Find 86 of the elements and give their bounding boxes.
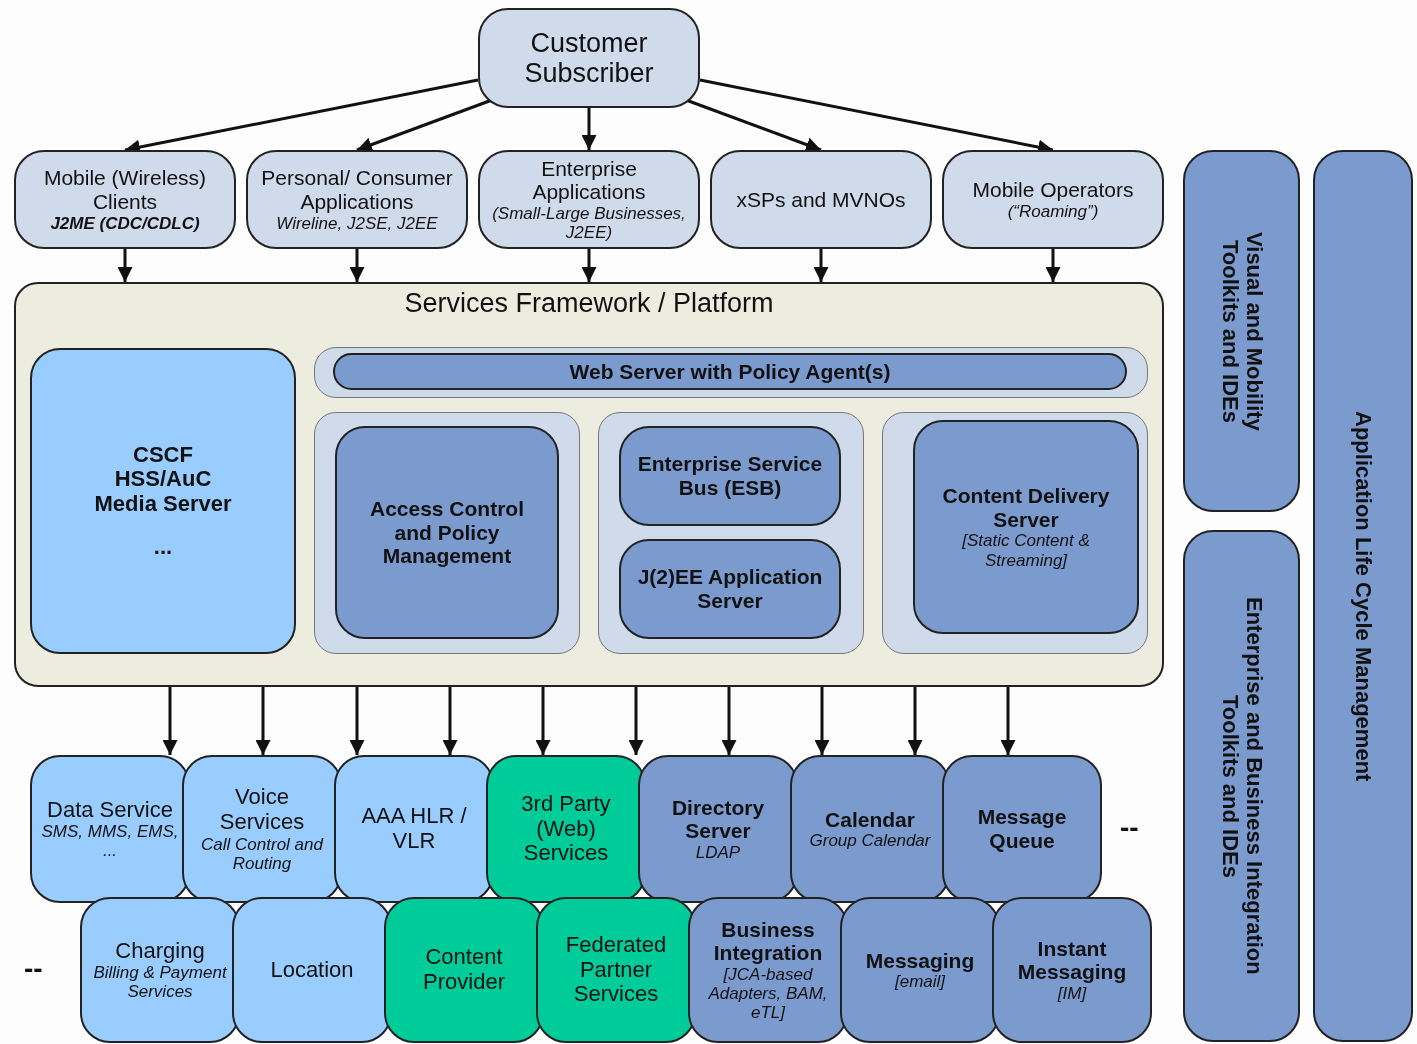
group-panel <box>882 412 1148 654</box>
toolkit-bar <box>1183 530 1300 1042</box>
box-title: Content Provider <box>422 945 506 995</box>
box-title: Federated Partner Services <box>564 933 668 1007</box>
arrow <box>581 249 597 282</box>
box-subtitle: (Small-Large Businesses, J2EE) <box>491 204 687 243</box>
arrow <box>349 687 365 755</box>
box-title: Charging <box>115 938 205 964</box>
service-box <box>30 348 296 654</box>
box-subtitle: [email] <box>894 972 946 992</box>
service-box <box>942 755 1102 903</box>
box-subtitle: [IM] <box>1057 984 1087 1004</box>
group-panel <box>314 347 1148 398</box>
arrow <box>1000 687 1016 755</box>
box-title: Messaging <box>865 948 975 973</box>
arrow <box>813 249 829 282</box>
box-title: CSCF HSS/AuC Media Server <box>94 442 232 517</box>
box-title: Enterprise Service Bus (ESB) <box>636 452 824 500</box>
box-title: Business Integration <box>712 917 824 965</box>
group-panel <box>314 412 580 654</box>
group-panel <box>598 412 864 654</box>
box-title: Enterprise Applications <box>531 156 647 204</box>
box-subtitle: ... <box>153 534 173 560</box>
arrow <box>685 98 822 152</box>
box-title: Application Life Cycle Management <box>1350 410 1376 782</box>
box-title: Content Delivery Server <box>941 484 1111 532</box>
arrow <box>907 687 923 755</box>
subscriber-box <box>478 8 700 108</box>
arrow <box>628 687 644 755</box>
arrow <box>356 98 493 152</box>
server-bar <box>333 353 1127 390</box>
box-title: Access Control and Policy Management <box>368 497 525 568</box>
box-subtitle: SMS, MMS, EMS, ... <box>40 822 180 861</box>
box-subtitle: (“Roaming”) <box>1007 201 1099 221</box>
service-box <box>619 426 841 526</box>
box-title: xSPs and MVNOs <box>736 187 906 212</box>
arrow <box>117 249 133 282</box>
service-box <box>335 426 559 639</box>
arrow <box>255 687 271 755</box>
arrow <box>721 687 737 755</box>
arrow <box>442 687 458 755</box>
continuation-mark: -- <box>24 953 43 985</box>
box-title: Directory Server <box>670 795 766 843</box>
box-title: Customer Subscriber <box>523 27 655 89</box>
box-title: Calendar <box>825 807 915 832</box>
client-box <box>14 150 236 249</box>
box-title: Message Queue <box>976 805 1068 853</box>
service-box <box>913 420 1139 634</box>
toolkit-bar <box>1183 150 1300 512</box>
client-box <box>246 150 468 249</box>
box-title: Enterprise and Business Integration Toolkits and IDEs <box>1216 596 1267 977</box>
box-title: Web Server with Policy Agent(s) <box>569 359 891 384</box>
box-title: Data Service <box>47 797 173 823</box>
client-box <box>710 150 932 249</box>
box-subtitle: LDAP <box>695 843 741 863</box>
service-box <box>619 539 841 639</box>
box-subtitle: Call Control and Routing <box>200 834 325 873</box>
client-box <box>942 150 1164 249</box>
box-subtitle: J2ME (CDC/CDLC) <box>50 213 200 233</box>
arrow <box>581 108 597 150</box>
box-title: Mobile Operators <box>972 178 1134 202</box>
box-subtitle: Group Calendar <box>809 831 931 851</box>
frame-title: Services Framework / Platform <box>404 288 774 319</box>
arrow <box>814 687 830 755</box>
service-box <box>992 897 1152 1043</box>
arrow <box>535 687 551 755</box>
box-subtitle: Billing & Payment Services <box>92 963 229 1002</box>
box-subtitle: Wireline, J2SE, J2EE <box>276 213 438 233</box>
client-box <box>478 150 700 249</box>
arrow <box>162 687 178 755</box>
box-subtitle: [Static Content & Streaming] <box>961 531 1091 570</box>
continuation-mark: -- <box>1120 812 1139 844</box>
box-title: Voice Services <box>218 785 306 835</box>
box-title: AAA HLR / VLR <box>360 804 468 854</box>
box-title: Instant Messaging <box>1016 936 1128 984</box>
arrow <box>1045 249 1061 282</box>
box-title: Personal/ Consumer Applications <box>260 166 454 214</box>
box-title: 3rd Party (Web) Services <box>520 792 612 866</box>
box-title: Location <box>270 957 354 983</box>
platform-frame <box>14 282 1164 687</box>
box-title: Mobile (Wireless) Clients <box>42 166 208 214</box>
box-subtitle: [JCA-based Adapters, BAM, eTL] <box>707 964 829 1023</box>
toolkit-bar <box>1313 150 1413 1042</box>
box-title: J(2)EE Application Server <box>636 565 824 613</box>
box-title: Visual and Mobility Toolkits and IDEs <box>1216 230 1267 433</box>
arrow <box>349 249 365 282</box>
